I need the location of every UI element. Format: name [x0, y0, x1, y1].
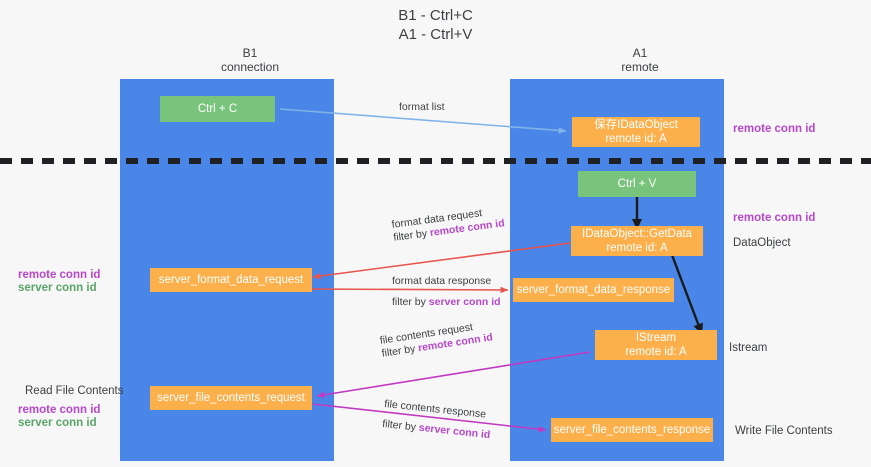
page-title: B1 - Ctrl+C A1 - Ctrl+V: [0, 6, 871, 44]
edge-label-format-data-response-text: format data response: [392, 275, 492, 287]
box-istream-line2: remote id: A: [625, 346, 687, 358]
box-server-format-data-request-label: server_format_data_request: [158, 274, 304, 286]
edge-label-format-data-response: format data response filter by server co…: [392, 275, 501, 309]
annotation-left-server-conn-id-1: server conn id: [18, 282, 97, 294]
annotation-left-server-conn-id-2: server conn id: [18, 417, 97, 429]
box-idataobject-getdata[interactable]: IDataObject::GetData remote id: A: [571, 226, 703, 256]
box-ctrl-v[interactable]: Ctrl + V: [578, 171, 696, 197]
box-idataobject-remote[interactable]: 保存IDataObject remote id: A: [572, 117, 700, 147]
edge-label-format-data-response-filter: filter by server conn id: [392, 296, 501, 309]
box-server-file-contents-request[interactable]: server_file_contents_request: [150, 386, 312, 410]
filter-key-server-conn-id: server conn id: [418, 421, 491, 442]
edge-label-format-data-request: format data request filter by remote con…: [391, 204, 505, 244]
edge-label-file-contents-response-filter: filter by server conn id: [382, 418, 491, 442]
edge-label-file-contents-response: file contents response filter by server …: [382, 398, 493, 442]
annotation-right-remote-conn-id-mid: remote conn id: [733, 212, 816, 224]
box-istream-line1: IStream: [635, 332, 677, 344]
box-idataobject-remote-line1: 保存IDataObject: [594, 119, 678, 131]
box-idataobject-remote-line2: remote id: A: [605, 133, 667, 145]
filter-key-server-conn-id: server conn id: [428, 296, 501, 308]
column-header-b1: B1 connection: [150, 46, 350, 74]
box-server-format-data-request[interactable]: server_format_data_request: [150, 268, 312, 292]
title-line-1: B1 - Ctrl+C: [398, 7, 473, 24]
box-getdata-line1: IDataObject::GetData: [582, 228, 692, 240]
box-istream[interactable]: IStream remote id: A: [595, 330, 717, 360]
filter-prefix: filter by: [381, 417, 420, 434]
column-header-a1-name: A1: [632, 46, 648, 60]
edge-label-file-contents-response-text: file contents response: [383, 398, 487, 421]
box-server-file-contents-response[interactable]: server_file_contents_response: [551, 418, 713, 442]
annotation-left-read-file-contents: Read File Contents: [25, 385, 124, 397]
filter-prefix: filter by: [392, 296, 429, 308]
box-server-format-data-response-label: server_format_data_response: [516, 284, 671, 296]
annotation-right-remote-conn-id-top: remote conn id: [733, 123, 816, 135]
annotation-right-istream: Istream: [729, 342, 768, 354]
box-ctrl-v-line1: Ctrl + V: [617, 178, 657, 190]
box-ctrl-c[interactable]: Ctrl + C: [160, 96, 275, 122]
edge-label-file-contents-request: file contents request filter by remote c…: [379, 318, 494, 360]
edge-label-format-list-text: format list: [399, 101, 445, 113]
edge-label-format-list: format list: [399, 101, 445, 114]
box-server-file-contents-response-label: server_file_contents_response: [553, 424, 711, 436]
column-header-b1-name: B1: [242, 46, 258, 60]
annotation-right-dataobject: DataObject: [733, 237, 791, 249]
column-header-a1-role: remote: [621, 60, 659, 74]
column-header-b1-role: connection: [220, 60, 280, 74]
annotation-right-write-file-contents: Write File Contents: [735, 425, 833, 437]
title-line-2: A1 - Ctrl+V: [398, 26, 473, 43]
annotation-left-remote-conn-id-1: remote conn id: [18, 269, 101, 281]
box-ctrl-c-line1: Ctrl + C: [197, 103, 238, 115]
box-getdata-line2: remote id: A: [606, 242, 668, 254]
annotation-left-remote-conn-id-2: remote conn id: [18, 404, 101, 416]
box-server-format-data-response[interactable]: server_format_data_response: [513, 278, 674, 302]
box-server-file-contents-request-label: server_file_contents_request: [157, 392, 305, 404]
column-header-a1: A1 remote: [540, 46, 740, 74]
